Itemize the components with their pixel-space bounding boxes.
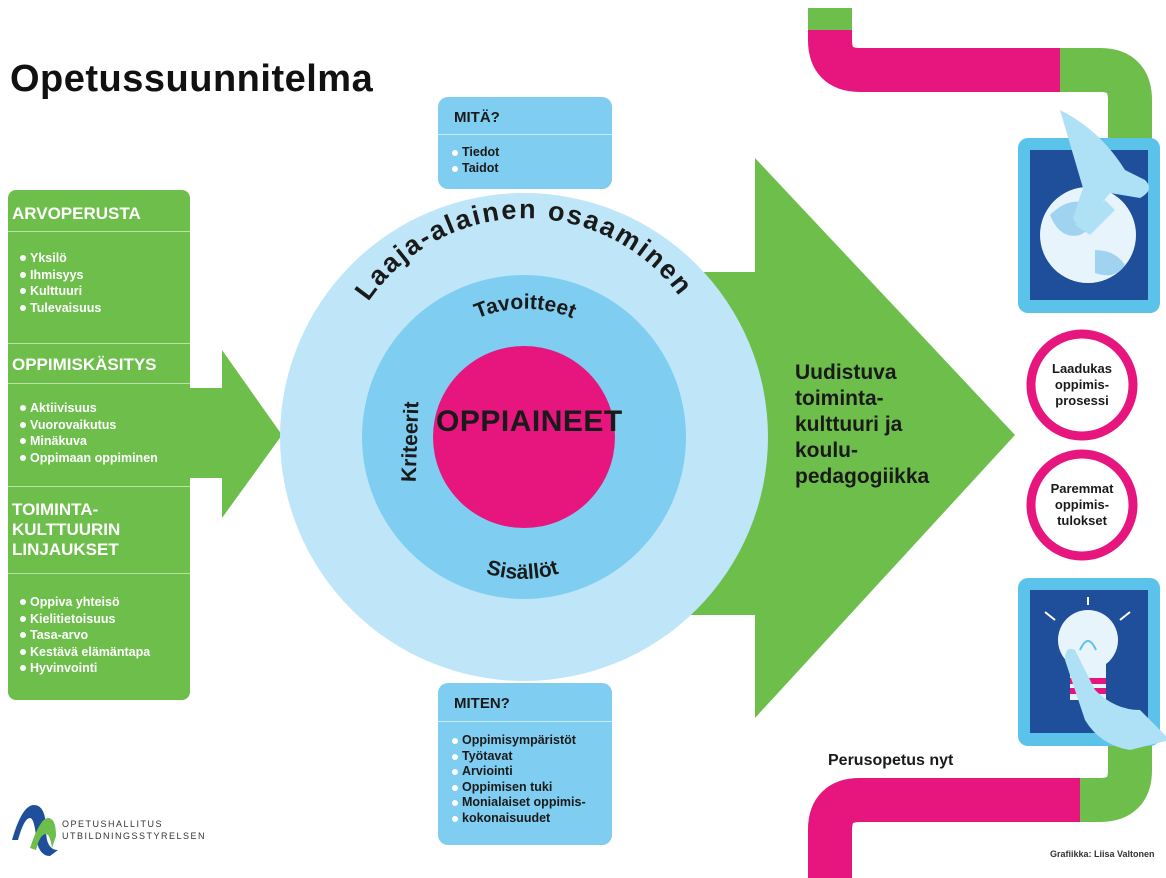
bottom-pipe [808,740,1152,878]
arrow-label-line: pedagogiikka [795,465,930,488]
top-pipe [808,8,1152,140]
left-ring-label: Kriteerit [398,401,424,482]
center-label: OPPIAINEET [436,405,623,438]
outcome-ring-2 [1026,449,1138,561]
outcome-label-1: Laadukas oppimis- prosessi [1036,361,1128,409]
box-divider [438,134,612,135]
opetushallitus-logo-icon [12,805,58,856]
arrow-label-line: Uudistuva [795,361,897,384]
arrow-label: Uudistuva toiminta- kulttuuri ja koulu- … [795,360,929,490]
list-item: Oppimaan oppiminen [20,450,158,467]
list-item: Yksilö [20,250,101,267]
small-green-arrow [188,350,282,518]
miten-box: MITEN? Oppimisympäristöt Työtavat Arvioi… [438,683,612,845]
list-toimintakulttuuri: Oppiva yhteisö Kielitietoisuus Tasa-arvo… [20,594,150,677]
mita-heading: MITÄ? [454,109,500,126]
outcome-line: tulokset [1057,513,1107,528]
section-heading-oppimiskasitys: OPPIMISKÄSITYS [12,355,157,374]
outcome-label-2: Paremmat oppimis- tulokset [1036,481,1128,529]
graphics-credit: Grafiikka: Liisa Valtonen [1050,849,1155,859]
miten-list: Oppimisympäristöt Työtavat Arviointi Opp… [452,733,586,826]
section-heading-toimintakulttuuri: TOIMINTA- KULTTUURIN LINJAUKSET [12,500,120,560]
list-item: Kestävä elämäntapa [20,644,150,661]
list-item: Ihmisyys [20,267,101,284]
inner-circle [433,346,615,528]
outcome-line: Paremmat [1050,481,1114,496]
list-item-continuation: kokonaisuudet [452,811,586,827]
outcome-line: prosessi [1055,393,1109,408]
list-oppimiskasitys: Aktiivisuus Vuorovaikutus Minäkuva Oppim… [20,400,158,466]
heading-line: KULTTUURIN [12,520,121,539]
heading-line: TOIMINTA- [12,500,99,519]
list-item: Työtavat [452,749,586,765]
list-item: Oppiva yhteisö [20,594,150,611]
outcome-ring-1 [1026,329,1138,441]
box-divider [438,721,612,722]
tablet-globe-icon [1018,110,1160,313]
list-item: Kulttuuri [20,283,101,300]
left-green-panel [8,190,190,700]
perusopetus-label: Perusopetus nyt [828,752,954,769]
list-item: Tulevaisuus [20,300,101,317]
section-divider [8,231,190,232]
list-arvoperusta: Yksilö Ihmisyys Kulttuuri Tulevaisuus [20,250,101,316]
outcome-line: oppimis- [1054,497,1110,512]
arrow-label-line: kulttuuri ja [795,413,903,436]
tablet-lightbulb-icon [1018,578,1166,750]
list-item: Vuorovaikutus [20,417,158,434]
mita-list: Tiedot Taidot [452,145,499,176]
section-divider [8,343,190,344]
page-title: Opetussuunnitelma [10,58,374,100]
list-item: Hyvinvointi [20,660,150,677]
list-item: Tasa-arvo [20,627,150,644]
arrow-label-line: toiminta- [795,387,884,410]
logo-line: OPETUSHALLITUS [62,819,164,829]
section-heading-arvoperusta: ARVOPERUSTA [12,204,141,223]
arrow-label-line: koulu- [795,439,858,462]
list-item: Monialaiset oppimis- [452,795,586,811]
list-item: Arviointi [452,764,586,780]
list-item: Minäkuva [20,433,158,450]
list-item: Aktiivisuus [20,400,158,417]
heading-line: LINJAUKSET [12,540,119,559]
logo-text: OPETUSHALLITUS UTBILDNINGSSTYRELSEN [62,818,206,842]
miten-heading: MITEN? [454,695,510,712]
list-item: Kielitietoisuus [20,611,150,628]
list-item: Taidot [452,161,499,177]
mita-box: MITÄ? Tiedot Taidot [438,97,612,189]
list-item: Tiedot [452,145,499,161]
logo-line: UTBILDNINGSSTYRELSEN [62,831,207,841]
section-divider [8,383,190,384]
list-item: Oppimisen tuki [452,780,586,796]
outcome-line: Laadukas [1052,361,1112,376]
outcome-line: oppimis- [1054,377,1110,392]
section-divider [8,486,190,487]
list-item: Oppimisympäristöt [452,733,586,749]
section-divider [8,573,190,574]
